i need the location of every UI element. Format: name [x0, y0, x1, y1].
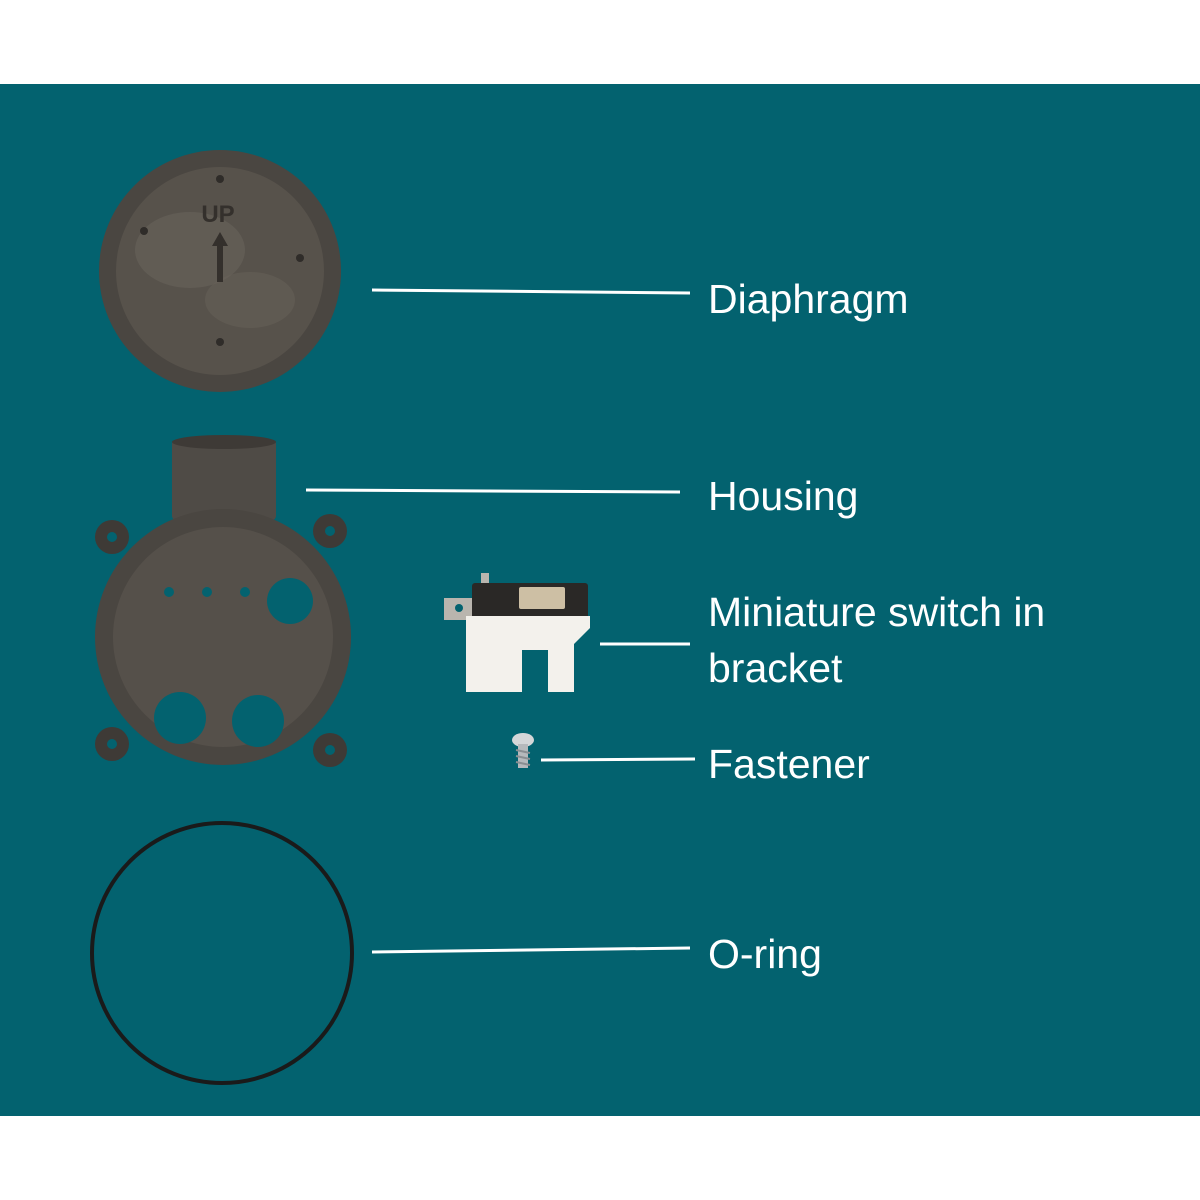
housing-mount-hole [325, 526, 335, 536]
housing-port-small [240, 587, 250, 597]
switch-terminal-hole [455, 604, 463, 612]
diaphragm-rivet [216, 338, 224, 346]
housing-mount-hole [325, 745, 335, 755]
fastener-thread [515, 761, 531, 766]
housing-mount-hole [107, 739, 117, 749]
diaphragm-label-text: Diaphragm [708, 276, 909, 322]
housing-port-large [232, 695, 284, 747]
housing-mount-hole [107, 532, 117, 542]
housing-part [95, 435, 351, 767]
diaphragm-label: Diaphragm [708, 271, 909, 327]
fastener-thread [515, 749, 531, 754]
housing-port-large [154, 692, 206, 744]
switch-label-line-2: bracket [708, 645, 843, 691]
housing-neck [172, 440, 276, 520]
housing-port-small [202, 587, 212, 597]
diaphragm-part: UP [99, 150, 341, 392]
fastener-leader-line [540, 757, 696, 762]
fastener-label: Fastener [708, 736, 870, 792]
switch-pin [481, 573, 489, 589]
fastener-label-text: Fastener [708, 741, 870, 787]
diaphragm-rivet [216, 175, 224, 183]
fastener-head [512, 733, 534, 747]
diaphragm-rivet [296, 254, 304, 262]
diaphragm-up-arrow-icon [212, 232, 228, 282]
switch-label-line-1: Miniature switch in [708, 589, 1046, 635]
housing-neck-top [172, 435, 276, 449]
switch-bracket [466, 616, 590, 692]
housing-face [113, 527, 333, 747]
housing-label-text: Housing [708, 473, 859, 519]
diaphragm-rivet [140, 227, 148, 235]
fastener-shank [518, 744, 528, 768]
diaphragm-wear-mark [205, 272, 295, 328]
housing-leader-line [305, 488, 681, 494]
diaphragm-leader-line [371, 288, 691, 295]
switch-label: Miniature switch in bracket [708, 584, 1045, 696]
oring-leader-line [371, 946, 691, 954]
fastener-part [512, 733, 534, 768]
oring-label-text: O-ring [708, 931, 822, 977]
housing-port-large [267, 578, 313, 624]
oring-part [90, 821, 354, 1085]
oring-label: O-ring [708, 926, 822, 982]
fastener-thread [515, 755, 531, 760]
housing-port-small [164, 587, 174, 597]
switch-actuator [519, 587, 565, 609]
housing-label: Housing [708, 468, 858, 524]
switch-part [444, 573, 590, 692]
diaphragm-up-text: UP [201, 201, 234, 228]
